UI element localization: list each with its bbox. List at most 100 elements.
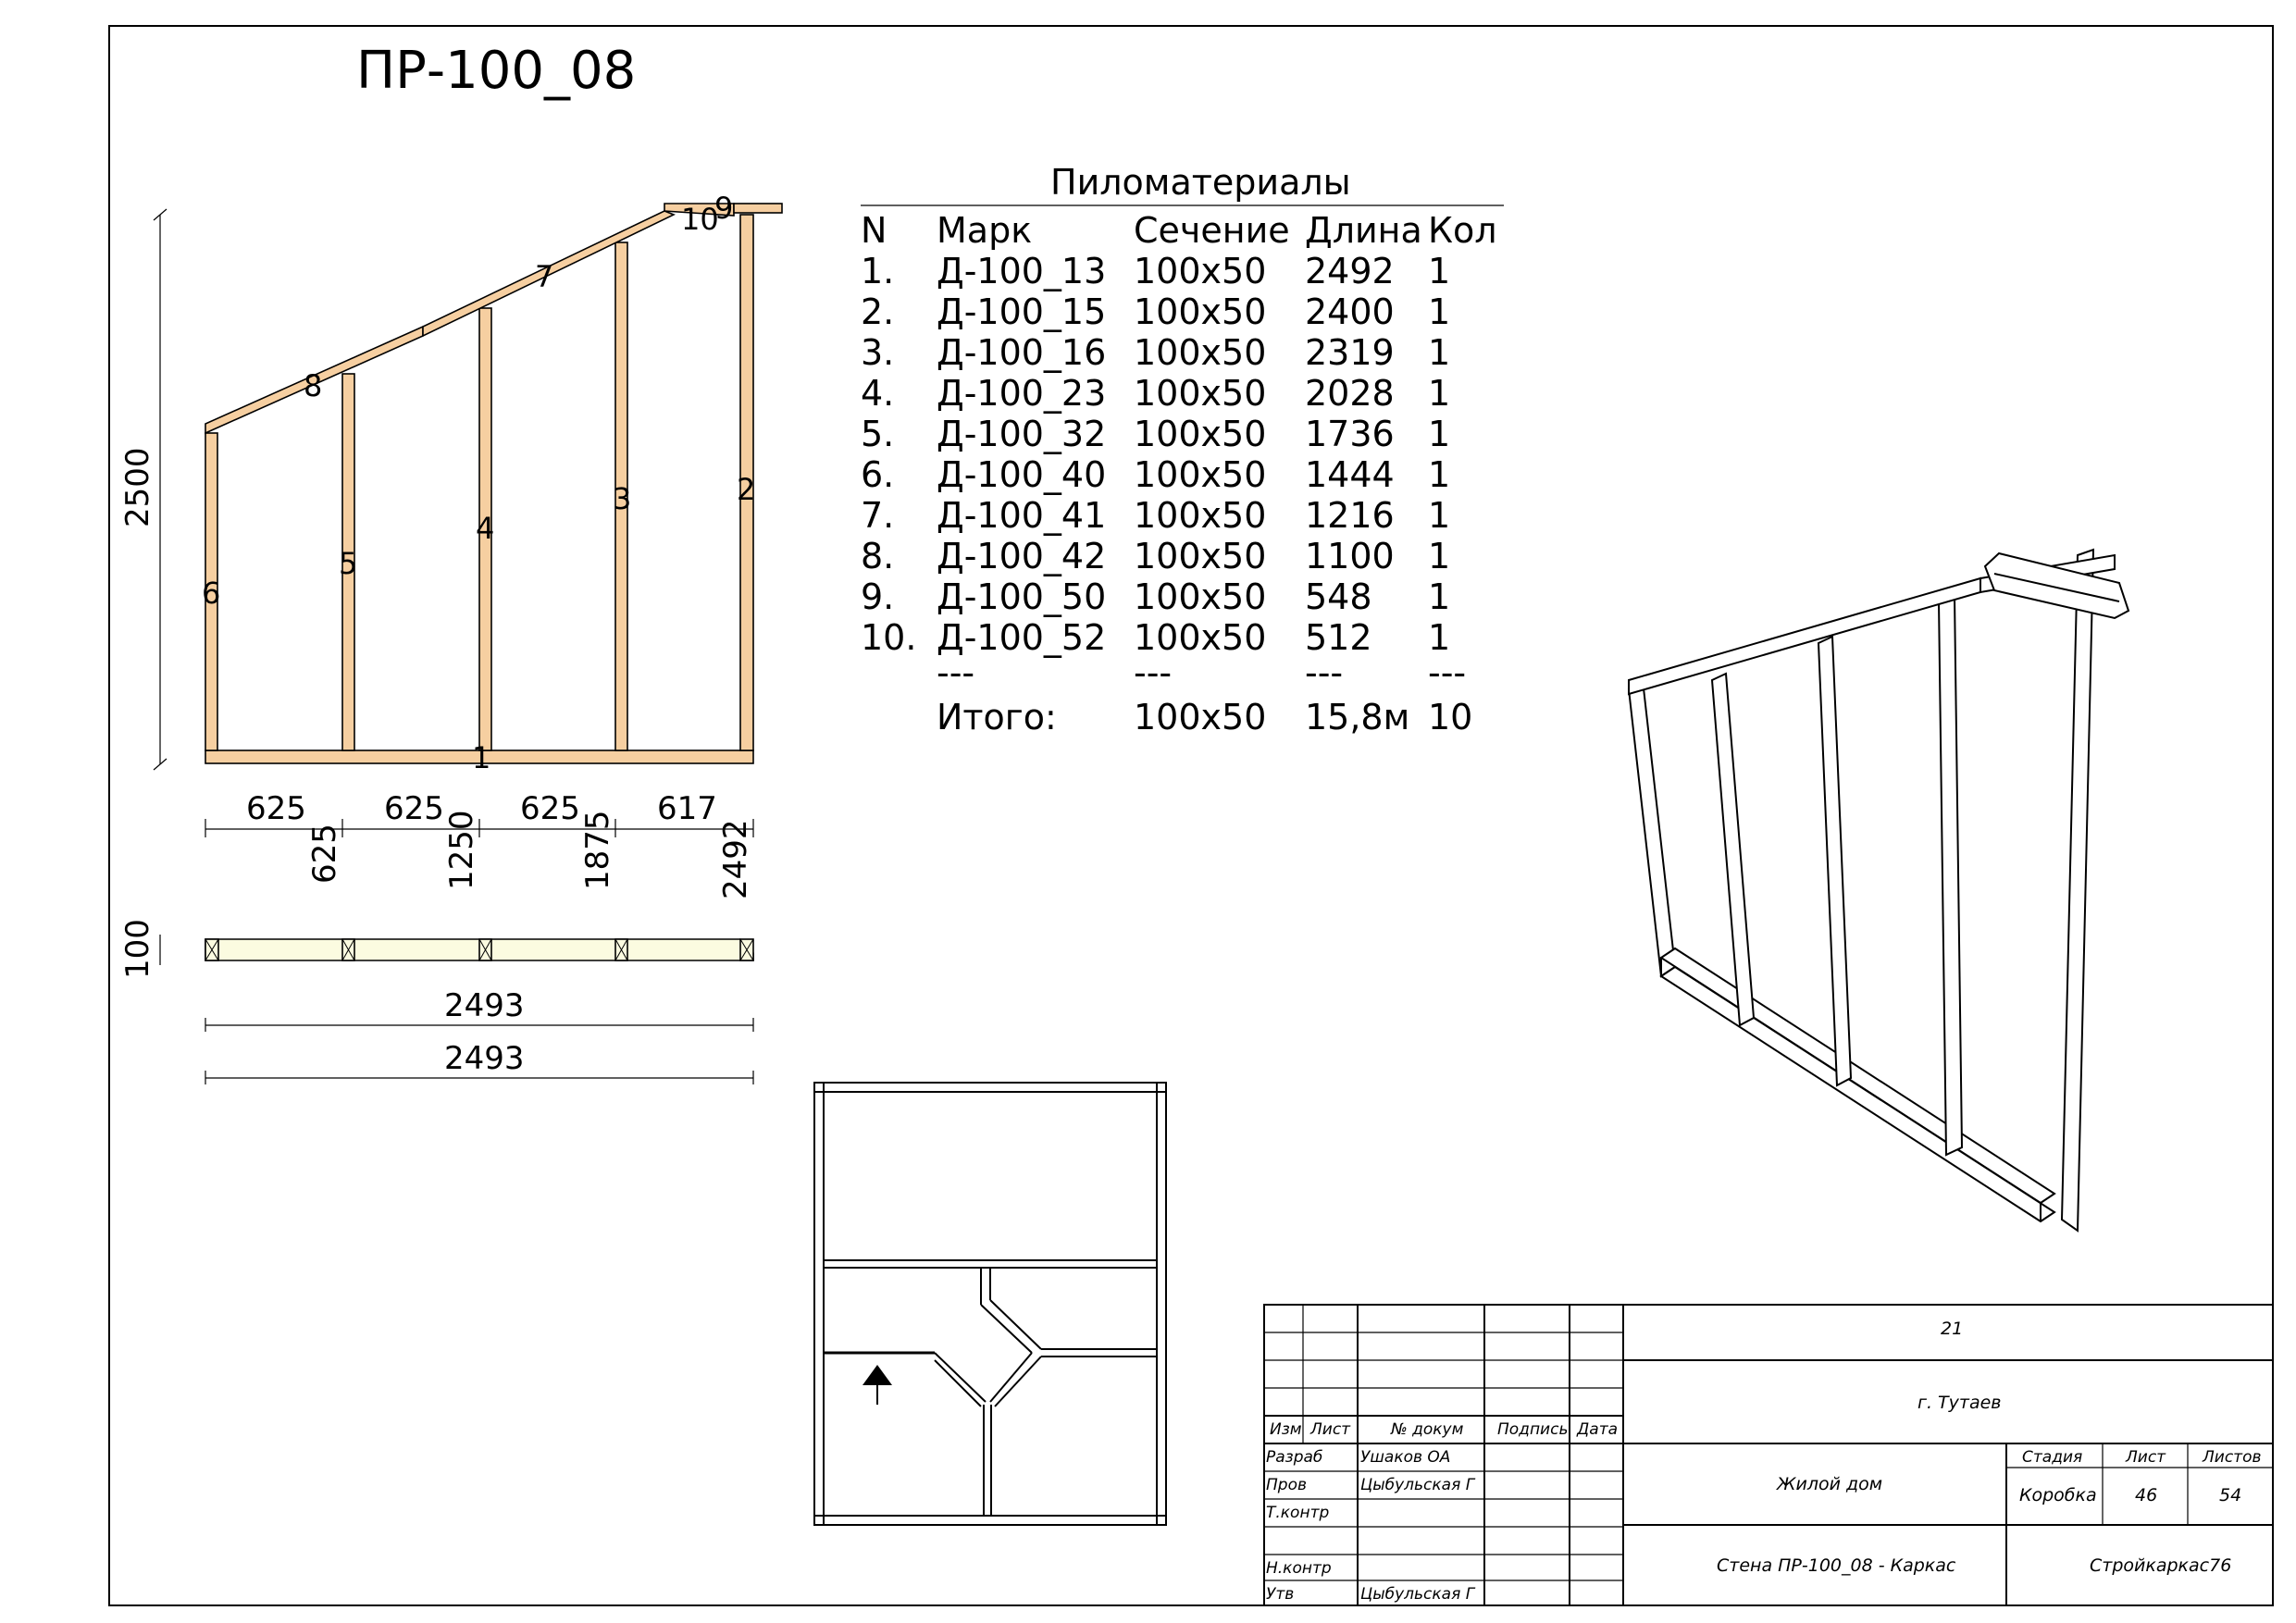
materials-cell: 1 bbox=[1428, 373, 1450, 414]
svg-text:Лист: Лист bbox=[1309, 1420, 1351, 1439]
svg-text:Т.контр: Т.контр bbox=[1266, 1504, 1329, 1522]
svg-text:№ докум: № докум bbox=[1390, 1420, 1464, 1439]
materials-cell: 1. bbox=[861, 251, 894, 291]
svg-text:Ушаков ОА: Ушаков ОА bbox=[1360, 1448, 1450, 1467]
drawing-title: ПР-100_08 bbox=[356, 41, 636, 101]
materials-cell: 9. bbox=[861, 576, 894, 617]
materials-cell: 100x50 bbox=[1134, 414, 1266, 454]
materials-cell: 2. bbox=[861, 291, 894, 332]
materials-cell: 1 bbox=[1428, 454, 1450, 495]
dim-overall-2: 2493 bbox=[444, 1040, 525, 1077]
materials-cell: 100x50 bbox=[1134, 576, 1266, 617]
sheet-value: 46 bbox=[2135, 1485, 2157, 1505]
svg-text:Итого:: Итого: bbox=[937, 697, 1057, 737]
materials-separator: --- --- --- --- bbox=[937, 652, 1466, 693]
object-name: Жилой дом bbox=[1776, 1474, 1882, 1494]
materials-cell: 1 bbox=[1428, 414, 1450, 454]
stage-value: Коробка bbox=[2019, 1485, 2097, 1505]
svg-text:Кол: Кол bbox=[1428, 210, 1497, 251]
member-2 bbox=[739, 214, 754, 751]
sheet-name: Стена ПР-100_08 - Каркас bbox=[1717, 1555, 1956, 1576]
sheets-value: 54 bbox=[2219, 1485, 2241, 1505]
svg-text:Пров: Пров bbox=[1266, 1476, 1307, 1494]
svg-text:Длина: Длина bbox=[1305, 210, 1422, 251]
svg-text:Цыбульская Г: Цыбульская Г bbox=[1360, 1476, 1476, 1494]
member-6 bbox=[205, 432, 218, 751]
svg-text:Стадия: Стадия bbox=[2022, 1448, 2082, 1467]
materials-cell: 100x50 bbox=[1134, 536, 1266, 576]
label-7: 7 bbox=[535, 259, 553, 294]
materials-title: Пиломатериалы bbox=[1050, 162, 1351, 203]
svg-text:Листов: Листов bbox=[2202, 1448, 2262, 1467]
frame-isometric bbox=[1627, 548, 2130, 1233]
materials-cell: 1 bbox=[1428, 495, 1450, 536]
member-9 bbox=[733, 203, 783, 214]
materials-cell: Д-100_32 bbox=[937, 414, 1106, 454]
materials-cell: Д-100_42 bbox=[937, 536, 1106, 576]
svg-text:---: --- bbox=[1134, 652, 1172, 693]
materials-cell: 1 bbox=[1428, 251, 1450, 291]
materials-cell: 100x50 bbox=[1134, 291, 1266, 332]
svg-text:Марк: Марк bbox=[937, 210, 1032, 251]
doc-number: 21 bbox=[1941, 1319, 1963, 1339]
svg-text:N: N bbox=[861, 210, 887, 251]
label-3: 3 bbox=[613, 481, 631, 516]
materials-cell: 100x50 bbox=[1134, 251, 1266, 291]
materials-cell: 2028 bbox=[1305, 373, 1395, 414]
svg-text:100x50: 100x50 bbox=[1134, 697, 1266, 737]
dim-height: 2500 bbox=[119, 447, 156, 527]
materials-cell: Д-100_16 bbox=[937, 332, 1106, 373]
materials-cell: Д-100_13 bbox=[937, 251, 1106, 291]
materials-cell: 2492 bbox=[1305, 251, 1395, 291]
materials-cell: 1 bbox=[1428, 332, 1450, 373]
label-8: 8 bbox=[304, 368, 322, 403]
materials-cell: Д-100_41 bbox=[937, 495, 1106, 536]
label-2: 2 bbox=[737, 472, 755, 507]
dim-spacing-3: 625 bbox=[520, 790, 580, 827]
materials-cell: Д-100_50 bbox=[937, 576, 1106, 617]
label-1: 1 bbox=[472, 740, 490, 775]
svg-text:15,8м: 15,8м bbox=[1305, 697, 1409, 737]
materials-cell: 1 bbox=[1428, 291, 1450, 332]
frame-plan: 100 2493 2493 bbox=[119, 919, 754, 1084]
materials-table: Пиломатериалы N Марк Сечение Длина Кол 1… bbox=[861, 162, 1504, 737]
materials-cell: Д-100_15 bbox=[937, 291, 1106, 332]
member-5 bbox=[341, 373, 355, 751]
dim-cumulative-4: 2492 bbox=[717, 819, 754, 899]
svg-text:Цыбульская Г: Цыбульская Г bbox=[1360, 1585, 1476, 1604]
svg-text:---: --- bbox=[1305, 652, 1343, 693]
svg-text:Н.контр: Н.контр bbox=[1266, 1559, 1332, 1578]
materials-header: N Марк Сечение Длина Кол bbox=[861, 210, 1497, 251]
materials-cell: 3. bbox=[861, 332, 894, 373]
materials-total: Итого: 100x50 15,8м 10 bbox=[937, 697, 1472, 737]
materials-cell: 8. bbox=[861, 536, 894, 576]
label-4: 4 bbox=[476, 511, 494, 546]
materials-cell: 100x50 bbox=[1134, 373, 1266, 414]
company: Стройкаркас76 bbox=[2090, 1555, 2231, 1576]
svg-text:Дата: Дата bbox=[1576, 1420, 1618, 1439]
sheet-border bbox=[108, 25, 2274, 1606]
dim-spacing-4: 617 bbox=[657, 790, 717, 827]
city: г. Тутаев bbox=[1917, 1393, 2002, 1413]
dim-overall-1: 2493 bbox=[444, 987, 525, 1024]
materials-cell: Д-100_52 bbox=[937, 617, 1106, 658]
materials-cell: 1 bbox=[1428, 536, 1450, 576]
materials-cell: 1444 bbox=[1305, 454, 1395, 495]
label-9: 9 bbox=[714, 191, 733, 226]
svg-text:Изм: Изм bbox=[1270, 1420, 1302, 1439]
label-6: 6 bbox=[202, 576, 220, 611]
materials-cell: 1 bbox=[1428, 576, 1450, 617]
materials-cell: 1 bbox=[1428, 617, 1450, 658]
materials-cell: 512 bbox=[1305, 617, 1372, 658]
svg-text:Сечение: Сечение bbox=[1134, 210, 1290, 251]
label-10: 10 bbox=[681, 202, 719, 237]
materials-cell: 1100 bbox=[1305, 536, 1395, 576]
svg-text:Подпись: Подпись bbox=[1497, 1420, 1568, 1439]
dim-spacing-1: 625 bbox=[246, 790, 306, 827]
dim-cumulative-2: 1250 bbox=[443, 810, 480, 890]
materials-cell: 100x50 bbox=[1134, 617, 1266, 658]
materials-cell: 10. bbox=[861, 617, 916, 658]
materials-cell: Д-100_40 bbox=[937, 454, 1106, 495]
svg-text:Утв: Утв bbox=[1266, 1585, 1294, 1604]
